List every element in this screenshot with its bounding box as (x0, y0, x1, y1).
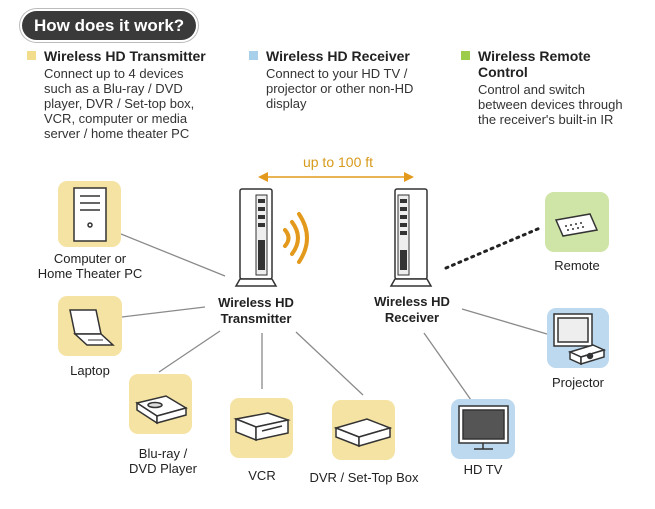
legend-line: server / home theater PC (44, 126, 190, 141)
bluray-label: Blu-ray / DVD Player (118, 446, 208, 476)
receiver-label-line: Wireless HD (374, 294, 450, 309)
computer-label-line: Computer or (53, 251, 127, 266)
legend-line: Connect up to 4 devices (44, 66, 184, 81)
computer-label-line: Home Theater PC (37, 266, 143, 281)
vcr-label-line: VCR (248, 468, 276, 483)
transmitter-label-line: Transmitter (220, 311, 292, 326)
transmitter-marker (27, 51, 36, 60)
dvr-icon (333, 418, 393, 448)
legend-line: projector or other non-HD (266, 81, 414, 96)
laptop-label-line: Laptop (70, 363, 110, 378)
bluray-label-line: DVD Player (129, 461, 197, 476)
bluray-label-line: Blu-ray / (138, 446, 188, 461)
distance-label: up to 100 ft (302, 154, 374, 170)
computer-icon (73, 187, 107, 242)
vcr-icon (233, 412, 291, 442)
connector-lines (120, 233, 548, 401)
dvr-label-line: DVR / Set-Top Box (309, 470, 419, 485)
projector-icon (553, 313, 607, 366)
line-dvr (295, 331, 364, 396)
line-bluray (158, 330, 221, 373)
hdtv-icon (458, 405, 509, 450)
page-title: How does it work? (22, 11, 197, 40)
line-projector (461, 308, 548, 335)
receiver-icon (389, 188, 433, 287)
laptop-icon (69, 309, 115, 346)
hdtv-label: HD TV (452, 462, 514, 477)
legend-remote-body: Control and switch between devices throu… (461, 82, 646, 127)
legend-heading-line: Wireless Remote (478, 48, 591, 64)
transmitter-label: Wireless HD Transmitter (206, 295, 306, 327)
legend-receiver-heading: Wireless HD Receiver (266, 48, 410, 64)
wireless-signal-icon (283, 212, 309, 264)
legend-line: Control and switch (478, 82, 585, 97)
receiver-marker (249, 51, 258, 60)
vcr-label: VCR (232, 468, 292, 483)
legend-heading-line: Control (478, 64, 528, 80)
projector-label-line: Projector (551, 375, 605, 390)
legend-line: such as a Blu-ray / DVD (44, 81, 183, 96)
legend-line: Connect to your HD TV / (266, 66, 408, 81)
line-laptop (121, 306, 206, 318)
line-computer (120, 233, 226, 277)
remote-marker (461, 51, 470, 60)
receiver-label-line: Receiver (384, 310, 440, 325)
legend-line: the receiver's built-in IR (478, 112, 614, 127)
line-hdtv (423, 332, 472, 401)
dvr-label: DVR / Set-Top Box (300, 470, 428, 485)
legend-receiver: Wireless HD Receiver Connect to your HD … (249, 48, 449, 111)
remote-label: Remote (540, 258, 614, 273)
legend-receiver-body: Connect to your HD TV / projector or oth… (249, 66, 449, 111)
remote-icon (554, 213, 599, 237)
legend-transmitter: Wireless HD Transmitter Connect up to 4 … (27, 48, 237, 141)
bluray-player-icon (135, 395, 188, 425)
legend-remote: Wireless Remote Control Control and swit… (461, 48, 646, 127)
transmitter-label-line: Wireless HD (218, 295, 294, 310)
hdtv-label-line: HD TV (463, 462, 503, 477)
computer-label: Computer or Home Theater PC (30, 251, 150, 281)
legend-line: VCR, computer or media (44, 111, 188, 126)
legend-line: between devices through (478, 97, 623, 112)
legend-line: display (266, 96, 307, 111)
distance-arrow (258, 172, 414, 182)
laptop-label: Laptop (60, 363, 120, 378)
legend-transmitter-body: Connect up to 4 devices such as a Blu-ra… (27, 66, 237, 141)
legend-transmitter-heading: Wireless HD Transmitter (44, 48, 206, 64)
line-remote-ir (444, 226, 542, 270)
projector-label: Projector (540, 375, 616, 390)
receiver-label: Wireless HD Receiver (362, 294, 462, 326)
legend-line: player, DVR / Set-top box, (44, 96, 195, 111)
remote-label-line: Remote (554, 258, 600, 273)
legend-remote-heading: Wireless Remote Control (461, 48, 646, 80)
transmitter-icon (234, 188, 278, 287)
